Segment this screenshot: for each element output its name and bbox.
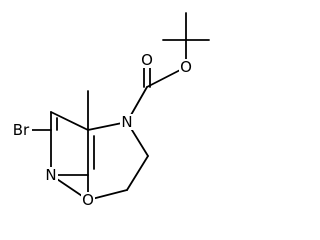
atom-ring-nitrogen: N — [120, 113, 134, 131]
atom-ester-oxygen: O — [179, 58, 193, 76]
atom-label-text: N — [121, 113, 132, 131]
molecule-structure: O O N O N Br — [10, 12, 210, 209]
atom-label-text: O — [82, 191, 94, 209]
atom-label-text: N — [45, 166, 56, 184]
atom-label-text: O — [141, 51, 153, 69]
atom-label-layer: O O N O N Br — [10, 51, 193, 209]
bond-c8a-c8 — [50, 111, 89, 131]
atom-pyridine-nitrogen: N — [44, 166, 58, 184]
atom-label-text: O — [180, 58, 192, 76]
atom-carbonyl-oxygen: O — [140, 51, 154, 69]
bond-ch2-to-ch2 — [126, 155, 149, 191]
atom-bromine: Br — [10, 121, 32, 139]
atom-label-text: Br — [13, 121, 30, 139]
atom-ring-oxygen: O — [81, 191, 95, 209]
